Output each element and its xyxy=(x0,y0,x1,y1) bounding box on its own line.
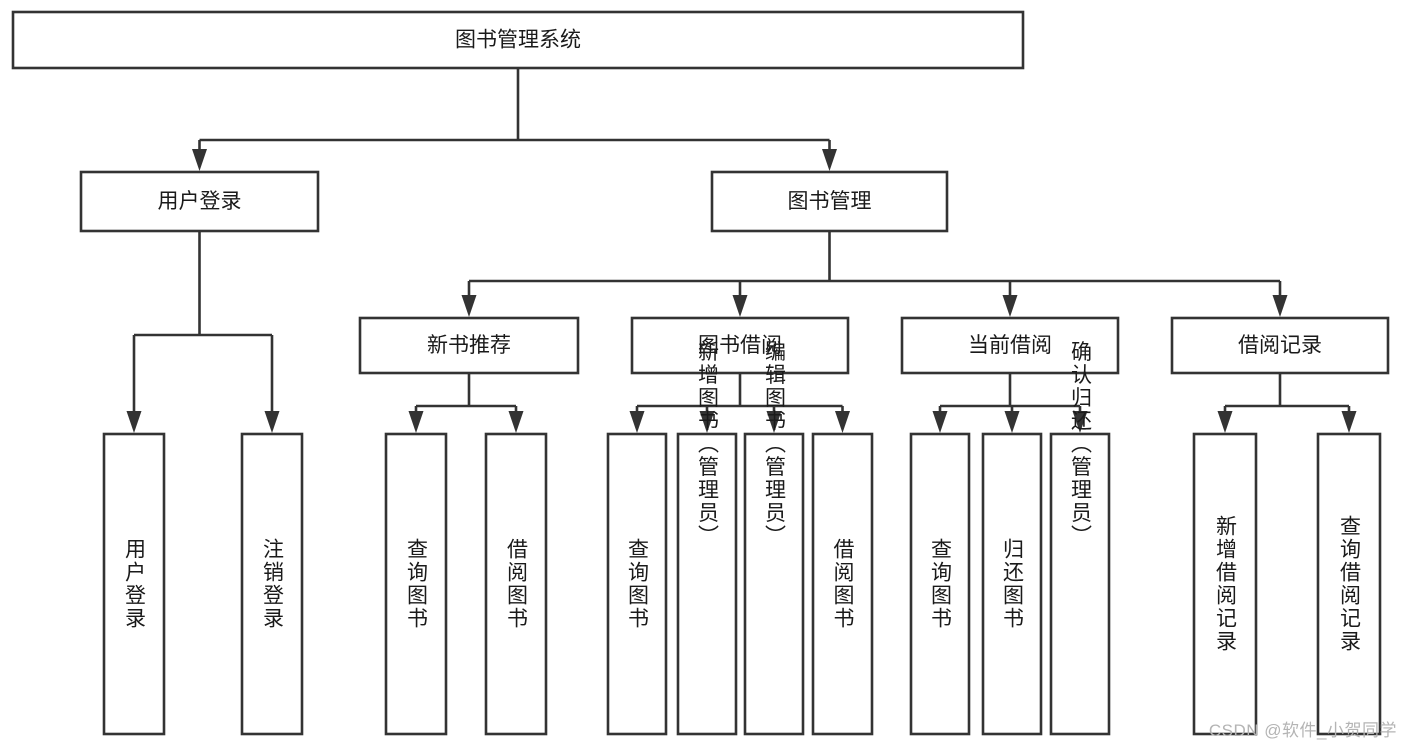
node-box xyxy=(240,432,304,736)
node-box xyxy=(358,316,580,375)
arrow-head-icon xyxy=(835,411,850,433)
node-book-borrow[interactable]: 图书借阅 xyxy=(630,316,850,375)
node-label: 新增图书（管理员） xyxy=(696,341,720,548)
node-new-book-rec[interactable]: 新书推荐 xyxy=(358,316,580,375)
node-user-login[interactable]: 用户登录 xyxy=(79,170,320,233)
arrow-head-icon xyxy=(1002,295,1018,317)
arrow-head-icon xyxy=(732,295,748,317)
node-current-borrow[interactable]: 当前借阅 xyxy=(900,316,1120,375)
node-box xyxy=(606,432,668,736)
node-box xyxy=(676,432,738,736)
watermark-text: CSDN @软件_小贺同学 xyxy=(1208,721,1397,740)
node-leaf-borrow-book-1[interactable]: 借阅图书 xyxy=(484,432,548,736)
node-box xyxy=(1192,432,1258,736)
node-box xyxy=(1316,432,1382,736)
node-box xyxy=(743,432,805,736)
node-label: 新增借阅记录 xyxy=(1214,515,1238,653)
node-label: 新书推荐 xyxy=(427,334,511,357)
node-label: 查询借阅记录 xyxy=(1338,515,1362,653)
node-label: 查询图书 xyxy=(626,538,650,630)
node-box xyxy=(384,432,448,736)
node-borrow-record[interactable]: 借阅记录 xyxy=(1170,316,1390,375)
node-leaf-query-record[interactable]: 查询借阅记录 xyxy=(1316,432,1382,736)
arrow-head-icon xyxy=(766,411,782,433)
arrow-head-icon xyxy=(264,411,280,433)
node-label: 图书借阅 xyxy=(698,334,782,357)
node-label: 确认归还（管理员） xyxy=(1069,341,1093,548)
node-box xyxy=(1170,316,1390,375)
arrow-head-icon xyxy=(629,411,645,433)
node-label: 当前借阅 xyxy=(968,334,1052,357)
node-leaf-user-login[interactable]: 用户登录 xyxy=(102,432,166,736)
node-box xyxy=(811,432,874,736)
arrow-head-icon xyxy=(1004,411,1020,433)
arrow-head-icon xyxy=(126,411,142,433)
node-leaf-add-book[interactable]: 新增图书（管理员） xyxy=(676,341,738,736)
node-label: 用户登录 xyxy=(158,190,242,213)
arrow-head-icon xyxy=(1072,411,1088,433)
node-box xyxy=(981,432,1043,736)
node-layer: 图书管理系统用户登录图书管理新书推荐图书借阅当前借阅借阅记录用户登录注销登录查询… xyxy=(11,10,1390,736)
node-box xyxy=(710,170,949,233)
node-leaf-edit-book[interactable]: 编辑图书（管理员） xyxy=(743,341,805,736)
node-leaf-add-record[interactable]: 新增借阅记录 xyxy=(1192,432,1258,736)
node-label: 注销登录 xyxy=(261,538,285,630)
node-label: 用户登录 xyxy=(123,538,147,630)
node-label: 图书管理系统 xyxy=(455,29,581,52)
node-box xyxy=(909,432,971,736)
node-label: 查询图书 xyxy=(405,538,429,630)
arrow-head-icon xyxy=(192,149,207,171)
node-leaf-return-book[interactable]: 归还图书 xyxy=(981,432,1043,736)
arrow-head-icon xyxy=(699,411,715,433)
arrow-head-icon xyxy=(461,295,477,317)
node-leaf-confirm-return[interactable]: 确认归还（管理员） xyxy=(1049,341,1111,736)
node-label: 图书管理 xyxy=(788,190,872,213)
arrow-head-icon xyxy=(1217,411,1233,433)
node-leaf-query-book-2[interactable]: 查询图书 xyxy=(606,432,668,736)
node-leaf-query-book-1[interactable]: 查询图书 xyxy=(384,432,448,736)
node-label: 查询图书 xyxy=(929,538,953,630)
arrow-head-icon xyxy=(1272,295,1288,317)
node-box xyxy=(630,316,850,375)
node-label: 编辑图书（管理员） xyxy=(763,341,787,548)
node-box xyxy=(11,10,1025,70)
node-book-manage[interactable]: 图书管理 xyxy=(710,170,949,233)
node-box xyxy=(1049,432,1111,736)
arrow-head-icon xyxy=(408,411,424,433)
arrow-head-icon xyxy=(1341,411,1357,433)
arrow-head-icon xyxy=(932,411,948,433)
connector-layer xyxy=(126,68,1357,433)
node-box xyxy=(484,432,548,736)
node-box xyxy=(900,316,1120,375)
arrow-head-icon xyxy=(508,411,524,433)
node-leaf-logout[interactable]: 注销登录 xyxy=(240,432,304,736)
node-box xyxy=(102,432,166,736)
node-leaf-borrow-book-2[interactable]: 借阅图书 xyxy=(811,432,874,736)
arrow-head-icon xyxy=(822,149,837,171)
node-root[interactable]: 图书管理系统 xyxy=(11,10,1025,70)
node-box xyxy=(79,170,320,233)
node-label: 借阅图书 xyxy=(831,538,855,630)
node-label: 借阅记录 xyxy=(1238,334,1322,357)
node-label: 归还图书 xyxy=(1001,538,1025,630)
node-leaf-query-book-3[interactable]: 查询图书 xyxy=(909,432,971,736)
node-label: 借阅图书 xyxy=(505,538,529,630)
